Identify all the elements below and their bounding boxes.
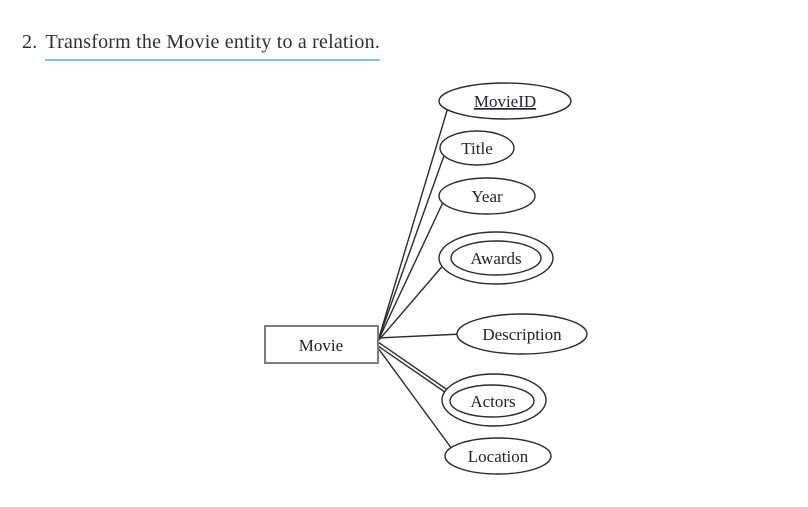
attribute-ellipse-location <box>444 437 552 475</box>
attribute-label-location: Location <box>468 447 529 466</box>
connector-line-awards <box>377 261 447 342</box>
entity-rect-movie <box>264 325 379 364</box>
attribute-label-description: Description <box>482 325 562 344</box>
exercise-heading: 2. Transform the Movie entity to a relat… <box>22 30 381 61</box>
attribute-ellipse-actors-inner <box>449 384 535 418</box>
attribute-ellipse-description <box>456 313 588 355</box>
attribute-ellipse-year <box>438 177 536 215</box>
attribute-ellipse-awards-inner <box>450 240 542 276</box>
attribute-ellipse-movieid <box>438 82 572 120</box>
attribute-ellipse-title <box>439 130 515 166</box>
attribute-label-actors: Actors <box>470 392 515 411</box>
attribute-label-year: Year <box>471 187 503 206</box>
attribute-label-awards: Awards <box>470 249 521 268</box>
connector-line-actors-lower <box>377 345 456 400</box>
entity-label-movie: Movie <box>299 336 343 355</box>
connector-line-location <box>377 347 453 450</box>
connector-line-actors-upper <box>377 341 450 392</box>
connector-line-year <box>377 197 446 342</box>
connector-line-movieid <box>377 103 450 342</box>
attribute-label-title: Title <box>461 139 493 158</box>
connector-line-description <box>377 333 463 339</box>
exercise-title: Transform the Movie entity to a relation… <box>45 30 381 61</box>
attribute-label-movieid: MovieID <box>474 92 536 111</box>
exercise-number: 2. <box>22 31 38 53</box>
connector-line-title <box>377 149 447 342</box>
